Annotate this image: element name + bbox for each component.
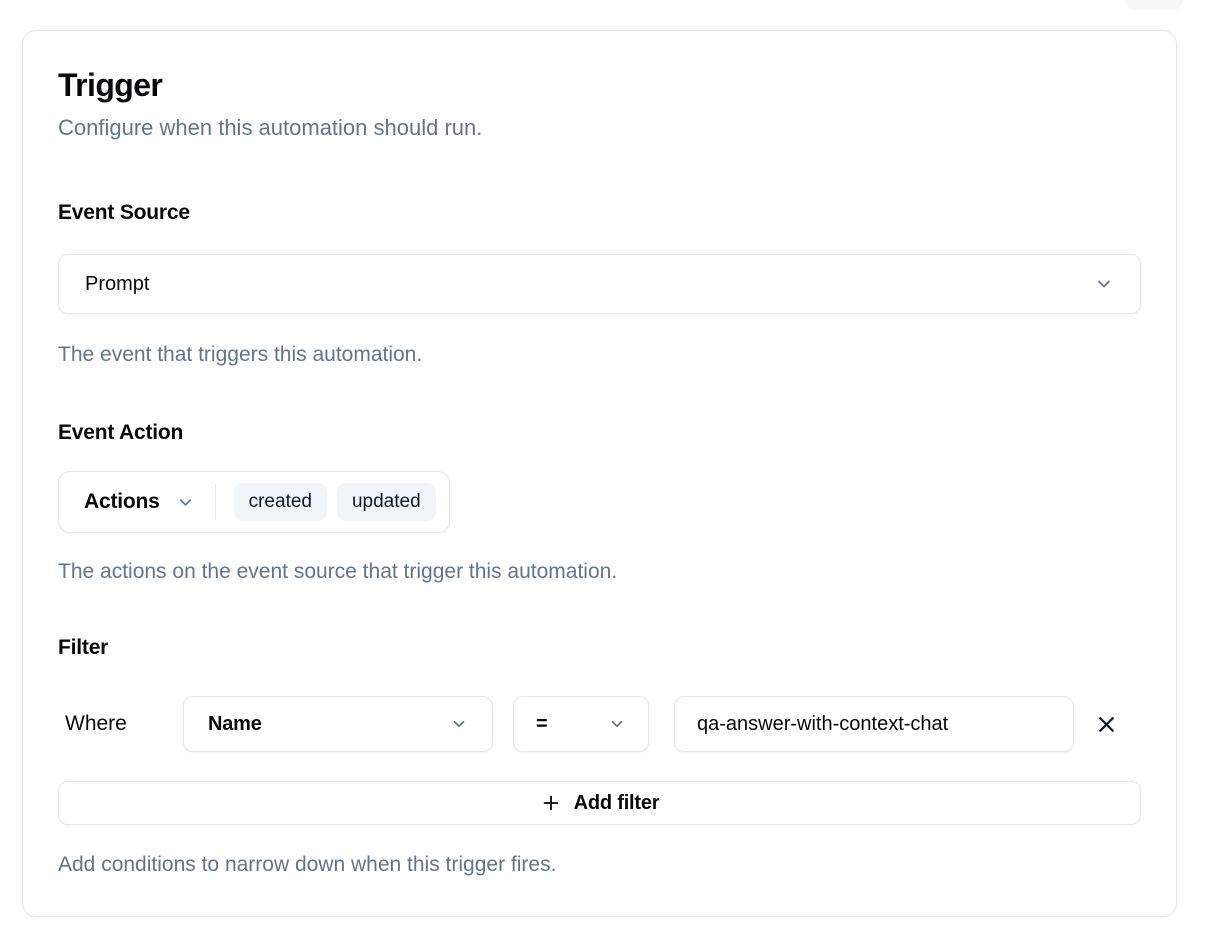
event-source-value: Prompt	[85, 272, 150, 295]
event-action-label: Event Action	[58, 421, 184, 444]
filter-helper: Add conditions to narrow down when this …	[58, 853, 557, 876]
event-source-helper: The event that triggers this automation.	[58, 343, 423, 366]
chevron-down-icon	[453, 720, 465, 728]
filter-row: Where Name =	[58, 696, 1141, 752]
event-source-select[interactable]: Prompt	[58, 254, 1141, 314]
filter-field-select[interactable]: Name	[183, 696, 493, 752]
actions-dropdown-button[interactable]: Actions	[84, 490, 195, 514]
chevron-down-icon	[1098, 280, 1110, 288]
remove-filter-button[interactable]	[1084, 702, 1128, 746]
event-action-helper: The actions on the event source that tri…	[58, 560, 618, 583]
plus-icon	[543, 795, 558, 811]
action-tag-created: created	[233, 483, 327, 521]
chevron-down-icon	[611, 720, 623, 728]
add-filter-label: Add filter	[573, 791, 660, 814]
trigger-card: Trigger Configure when this automation s…	[22, 30, 1177, 917]
filter-operator-value: =	[536, 712, 548, 735]
action-tag-updated: updated	[336, 483, 436, 521]
cutoff-element-top-right	[1125, 0, 1183, 10]
add-filter-button[interactable]: Add filter	[58, 781, 1141, 825]
actions-dropdown-label: Actions	[84, 490, 160, 513]
event-source-label: Event Source	[58, 201, 190, 224]
filter-label: Filter	[58, 636, 109, 659]
event-action-box: Actions created updated	[58, 471, 450, 533]
page-subtitle: Configure when this automation should ru…	[58, 115, 483, 140]
filter-value-input[interactable]	[674, 696, 1074, 752]
x-icon	[1098, 716, 1114, 732]
filter-where-label: Where	[65, 712, 127, 735]
divider	[214, 484, 216, 520]
chevron-down-icon	[179, 498, 191, 506]
filter-operator-select[interactable]: =	[513, 696, 649, 752]
page-title: Trigger	[58, 67, 163, 103]
filter-field-value: Name	[208, 712, 262, 735]
